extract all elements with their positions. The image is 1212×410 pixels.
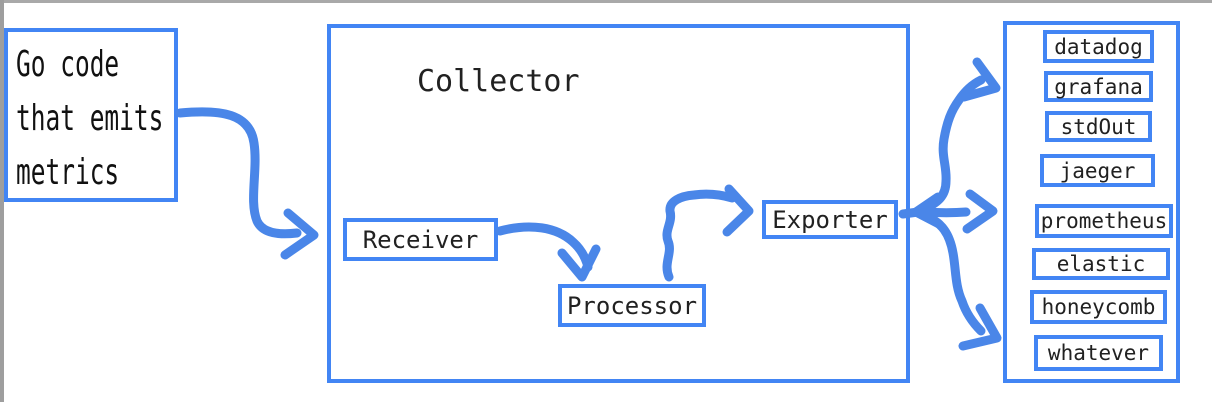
- destination-box: grafana: [1044, 71, 1153, 102]
- stage-label: Receiver: [362, 225, 479, 254]
- stage-box-exporter: Exporter: [762, 200, 898, 239]
- destination-label: grafana: [1054, 74, 1143, 99]
- destination-box: whatever: [1034, 335, 1163, 371]
- destination-box: jaeger: [1040, 154, 1155, 187]
- source-line: metrics: [16, 152, 120, 193]
- window-edge-top: [0, 0, 1212, 3]
- destination-label: honeycomb: [1041, 295, 1156, 319]
- destination-box: honeycomb: [1030, 290, 1167, 324]
- source-code-text: Go code that emits metrics: [16, 38, 186, 200]
- arrow-exporter-fanout-icon: [898, 57, 1002, 351]
- destination-label: stdOut: [1060, 114, 1137, 139]
- stage-box-receiver: Receiver: [343, 218, 498, 261]
- destination-box: stdOut: [1045, 111, 1152, 142]
- destination-label: prometheus: [1040, 209, 1168, 233]
- source-line: Go code: [16, 44, 120, 85]
- destination-box: datadog: [1043, 30, 1154, 63]
- destination-label: elastic: [1056, 252, 1146, 276]
- collector-title: Collector: [417, 64, 580, 99]
- destination-label: datadog: [1054, 34, 1143, 59]
- arrow-source-to-receiver-icon: [175, 107, 319, 260]
- stage-box-processor: Processor: [558, 284, 706, 327]
- destination-box: elastic: [1032, 248, 1170, 280]
- destination-box: prometheus: [1035, 204, 1173, 238]
- destination-label: jaeger: [1059, 158, 1136, 183]
- stage-label: Processor: [566, 291, 698, 320]
- source-code-box: Go code that emits metrics: [4, 28, 178, 202]
- destination-label: whatever: [1047, 341, 1150, 365]
- source-line: that emits: [16, 98, 164, 139]
- stage-label: Exporter: [772, 205, 888, 234]
- window-edge-left: [0, 0, 4, 402]
